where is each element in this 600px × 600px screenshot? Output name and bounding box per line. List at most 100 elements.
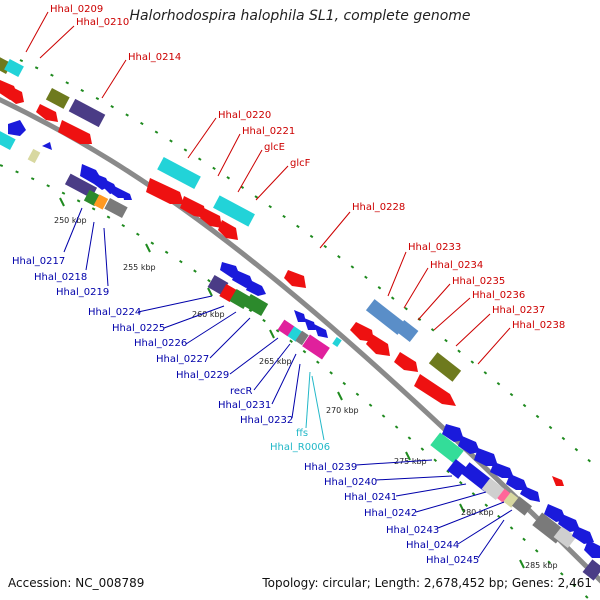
gene-hhal-0232[interactable] <box>302 334 330 360</box>
gene-label[interactable]: Hhal_0220 <box>218 110 271 121</box>
gene-hhal-0237[interactable] <box>428 352 462 382</box>
gene-hhal-0221[interactable] <box>213 195 255 227</box>
gene-blue-a[interactable] <box>8 120 26 136</box>
gene-label[interactable]: Hhal_0210 <box>76 17 129 28</box>
rna-labels: ffs Hhal_R0006 <box>270 371 330 453</box>
gene-label[interactable]: Hhal_0234 <box>430 260 483 271</box>
kbp-label: 265 kbp <box>259 357 292 366</box>
accession-text: Accession: NC_008789 <box>8 576 145 590</box>
gene-label[interactable]: Hhal_0232 <box>240 415 293 426</box>
gene-label[interactable]: Hhal_0237 <box>492 305 545 316</box>
gene-cyan-a[interactable] <box>0 130 16 150</box>
gene-hhal-0235[interactable] <box>350 322 374 342</box>
gene-blue-m[interactable] <box>314 324 328 338</box>
gene-olive-1[interactable] <box>45 88 70 109</box>
gene-blue-w[interactable] <box>584 540 600 558</box>
gene-red-e[interactable] <box>200 208 222 228</box>
gene-glcF[interactable] <box>180 196 206 218</box>
gene-hhal-0243[interactable] <box>503 492 519 508</box>
gene-label[interactable]: Hhal_0226 <box>134 338 187 349</box>
gene-label[interactable]: recR <box>230 386 253 397</box>
gene-purple-end[interactable] <box>582 559 600 581</box>
gene-hhal-0234[interactable] <box>395 319 419 343</box>
track-dotted-bottom <box>0 164 591 600</box>
gene-khaki-a[interactable] <box>27 148 41 164</box>
gene-label[interactable]: Hhal_0217 <box>12 256 65 267</box>
gene-red-g[interactable] <box>394 352 418 372</box>
kbp-label: 270 kbp <box>326 406 359 415</box>
gene-blue-i[interactable] <box>232 270 254 288</box>
gene-recR[interactable] <box>287 326 303 342</box>
gene-label[interactable]: Hhal_0225 <box>112 323 165 334</box>
gene-label[interactable]: Hhal_0228 <box>352 202 405 213</box>
gene-label[interactable]: Hhal_0224 <box>88 307 141 318</box>
gene-blue-b[interactable] <box>42 142 52 150</box>
gene-hhal-0231[interactable] <box>295 330 309 346</box>
gene-hhal-0214[interactable] <box>68 98 106 128</box>
gene-label[interactable]: Hhal_0219 <box>56 287 109 298</box>
gene-label[interactable]: Hhal_0239 <box>304 462 357 473</box>
gene-label[interactable]: Hhal_0238 <box>512 320 565 331</box>
gene-label[interactable]: Hhal_0221 <box>242 126 295 137</box>
rna-label[interactable]: Hhal_R0006 <box>270 442 330 453</box>
gene-label[interactable]: Hhal_0241 <box>344 492 397 503</box>
gene-orange[interactable] <box>93 194 109 210</box>
gene-hhal-0228[interactable] <box>284 270 306 288</box>
gene-hhal-0210[interactable] <box>4 58 24 78</box>
gene-label[interactable]: Hhal_0218 <box>34 272 87 283</box>
gene-blue-q[interactable] <box>490 462 514 478</box>
gene-glcE[interactable] <box>146 178 184 204</box>
gene-pink[interactable] <box>497 488 511 504</box>
gene-label[interactable]: Hhal_0229 <box>176 370 229 381</box>
gene-blue-f[interactable] <box>112 186 126 198</box>
gene-gray-light[interactable] <box>553 525 577 549</box>
gene-label[interactable]: Hhal_0231 <box>218 400 271 411</box>
gene-label[interactable]: Hhal_0214 <box>128 52 181 63</box>
gene-hhal-0227[interactable] <box>243 293 269 317</box>
gene-blue-j[interactable] <box>246 280 266 296</box>
gene-blue-v[interactable] <box>572 526 594 544</box>
gene-blue-t[interactable] <box>544 504 566 522</box>
gene-blue-p[interactable] <box>474 448 498 466</box>
kbp-label: 285 kbp <box>525 561 558 570</box>
gene-label[interactable]: Hhal_0235 <box>452 276 505 287</box>
rna-label[interactable]: ffs <box>296 428 308 439</box>
gene-blue-g[interactable] <box>122 190 132 200</box>
gene-red-h[interactable] <box>552 476 564 486</box>
gene-label[interactable]: Hhal_0242 <box>364 508 417 519</box>
gene-blue-n[interactable] <box>442 424 464 442</box>
gene-hhal-0244[interactable] <box>512 496 532 516</box>
gene-ffs[interactable] <box>332 337 342 347</box>
gene-label[interactable]: Hhal_0244 <box>406 540 459 551</box>
gene-hhal-0241[interactable] <box>460 462 494 492</box>
gene-label[interactable]: Hhal_0243 <box>386 525 439 536</box>
gene-blue-s[interactable] <box>520 486 540 502</box>
gene-red-f[interactable] <box>218 220 238 240</box>
gene-label[interactable]: glcF <box>290 158 311 169</box>
gene-blue-o[interactable] <box>458 436 480 454</box>
gene-red-c[interactable] <box>36 104 58 122</box>
gene-blue-l[interactable] <box>304 318 316 330</box>
gene-label[interactable]: Hhal_0245 <box>426 555 479 566</box>
gene-hhal-0236[interactable] <box>366 334 390 356</box>
gene-label[interactable]: Hhal_0233 <box>408 242 461 253</box>
gene-blue-r[interactable] <box>506 474 528 490</box>
gene-hhal-0233[interactable] <box>365 299 407 335</box>
gene-hhal-0219[interactable] <box>104 198 128 218</box>
gene-hhal-0238[interactable] <box>414 374 456 406</box>
gene-label[interactable]: glcE <box>264 142 285 153</box>
kbp-label: 255 kbp <box>123 263 156 272</box>
gene-red-b[interactable] <box>8 86 24 104</box>
gene-hhal-0220[interactable] <box>157 156 201 190</box>
gene-label[interactable]: Hhal_0240 <box>324 477 377 488</box>
gene-hhal-0229[interactable] <box>277 319 295 337</box>
gene-label[interactable]: Hhal_0227 <box>156 354 209 365</box>
gene-hhal-0239[interactable] <box>430 432 464 464</box>
gene-red-d[interactable] <box>58 120 92 144</box>
gene-label[interactable]: Hhal_0209 <box>50 4 103 15</box>
gene-hhal-0225[interactable] <box>219 283 237 303</box>
gene-label[interactable]: Hhal_0236 <box>472 290 525 301</box>
gene-blue-k[interactable] <box>294 310 306 322</box>
gene-blue-u[interactable] <box>558 514 580 532</box>
gene-hhal-0242[interactable] <box>481 477 505 501</box>
